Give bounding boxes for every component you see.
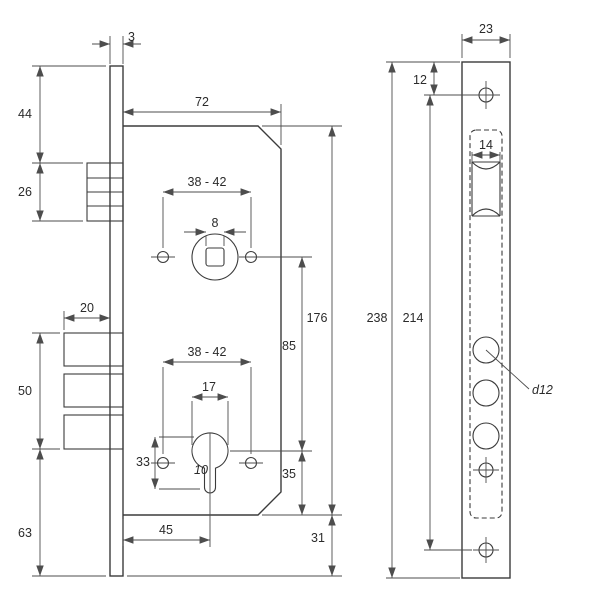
dim-label-faceplate-thickness: 3: [128, 30, 135, 44]
dim-latch-cutout-width: 14: [471, 138, 501, 162]
dim-bolt-to-plate-bottom: 63: [18, 449, 106, 577]
dim-label-plate-width: 23: [479, 22, 493, 36]
dim-plate-width: 23: [461, 22, 511, 58]
dim-cylinder-height: 33: [136, 436, 200, 490]
dim-slot-width: 10: [194, 433, 211, 547]
faceplate-edge: [109, 65, 124, 577]
dim-label-backset: 45: [159, 523, 173, 537]
latch-cutout: [471, 161, 501, 217]
dim-label-body-to-plate-bottom: 31: [311, 531, 325, 545]
dim-label-latch-height: 26: [18, 185, 32, 199]
dim-label-plate-height: 238: [367, 311, 388, 325]
dim-label-cylinder-width: 17: [202, 380, 216, 394]
dim-faceplate-thickness: 3: [92, 30, 141, 64]
dim-bolt-height: 50: [18, 332, 60, 450]
dim-label-bolt-hole-diameter: d12: [532, 383, 553, 397]
dim-label-bolt-to-plate-bottom: 63: [18, 526, 32, 540]
dim-label-screw-hole-centers: 214: [403, 311, 424, 325]
dim-bolt-throw: 20: [63, 301, 110, 330]
dim-centers-distance: 85: [230, 256, 312, 452]
euro-cylinder-hole: [191, 432, 229, 494]
dim-cylinder-width: 17: [191, 380, 229, 445]
dim-plate-height: 238: [367, 61, 460, 579]
dim-body-width: 72: [122, 95, 282, 145]
dim-label-cylinder-to-body-bottom: 35: [282, 467, 296, 481]
top-screw-hole: [472, 81, 500, 109]
dim-top-hole-offset: 12: [413, 61, 472, 96]
dim-label-slot-width: 10: [194, 463, 208, 477]
dim-label-spindle-square: 8: [212, 216, 219, 230]
dim-latch-height: 26: [18, 163, 83, 222]
dim-cylinder-to-body-bottom: 35: [282, 451, 306, 515]
dim-body-to-plate-bottom: 31: [127, 515, 342, 577]
dim-label-handle-hole-span: 38 - 42: [188, 175, 227, 189]
dim-label-cylinder-hole-span: 38 - 42: [188, 345, 227, 359]
lock-front-view: [63, 65, 282, 577]
dim-handle-hole-span: 38 - 42: [162, 175, 252, 248]
dim-label-cylinder-height: 33: [136, 455, 150, 469]
faceplate-front-outline: [461, 61, 511, 579]
bottom-screw-hole: [473, 537, 499, 563]
dim-spindle-square: 8: [184, 216, 246, 246]
dim-label-top-hole-offset: 12: [413, 73, 427, 87]
dim-label-bolt-height: 50: [18, 384, 32, 398]
cutout-dashed-outline: [469, 129, 503, 519]
deadbolt-holes: [472, 336, 500, 450]
dim-backset: 45: [122, 519, 210, 546]
latch-bolt: [86, 162, 124, 222]
dim-screw-hole-centers: 214: [403, 95, 472, 551]
dim-label-latch-cutout-width: 14: [479, 138, 493, 152]
dim-label-bolt-throw: 20: [80, 301, 94, 315]
handle-screw-holes: [151, 250, 263, 264]
dim-bolt-hole-diameter: d12: [485, 349, 553, 397]
dim-label-body-width: 72: [195, 95, 209, 109]
dim-plate-top-to-latch: 44: [18, 65, 106, 164]
dim-label-centers-distance: 85: [282, 339, 296, 353]
lock-body-outline: [123, 125, 282, 516]
dim-label-plate-top-to-latch: 44: [18, 107, 32, 121]
dim-cylinder-hole-span: 38 - 42: [162, 345, 252, 454]
faceplate-front-view: [461, 61, 511, 579]
spindle-hub: [191, 233, 239, 281]
deadbolt: [63, 332, 124, 450]
dim-label-body-height: 176: [307, 311, 328, 325]
middle-screw-hole: [473, 457, 499, 483]
